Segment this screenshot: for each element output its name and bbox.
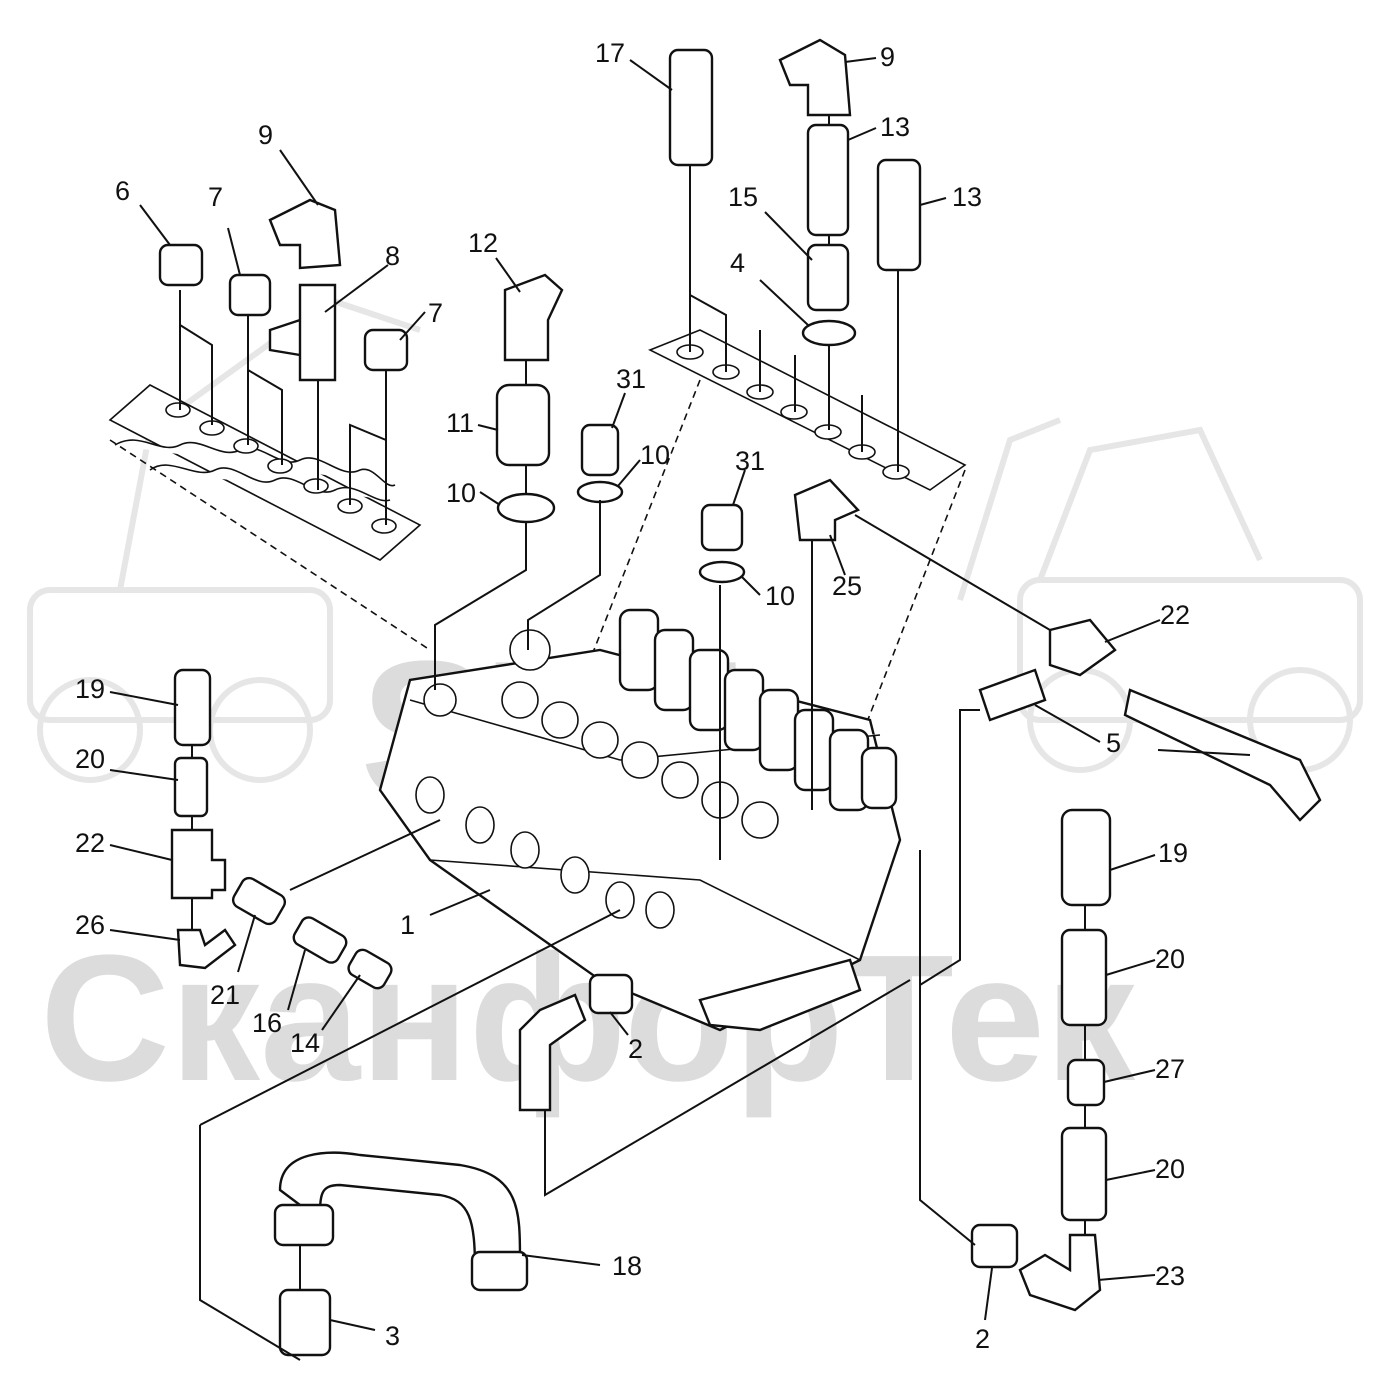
fitting-21 <box>231 876 287 926</box>
callout-11: 11 <box>446 408 474 438</box>
seal-10c <box>698 560 746 584</box>
fitting-20b <box>1060 928 1108 1027</box>
fitting-11 <box>495 383 551 467</box>
callout-17: 17 <box>595 38 625 68</box>
callout-15: 15 <box>728 182 758 212</box>
fitting-2a-hose <box>518 973 634 1112</box>
hose-5 <box>978 668 1322 822</box>
callout-20: 20 <box>1155 944 1185 974</box>
fitting-19b <box>1060 808 1112 907</box>
callout-12: 12 <box>468 228 498 258</box>
callout-13: 13 <box>880 112 910 142</box>
seal-10b <box>576 480 624 504</box>
callout-22: 22 <box>1160 600 1190 630</box>
fitting-20c <box>1060 1126 1108 1222</box>
callout-1: 1 <box>400 910 415 940</box>
callout-2: 2 <box>975 1324 990 1354</box>
callout-3: 3 <box>385 1321 400 1351</box>
callout-19: 19 <box>1158 838 1188 868</box>
fitting-15 <box>806 243 850 312</box>
callout-10: 10 <box>765 581 795 611</box>
callout-25: 25 <box>832 571 862 601</box>
fitting-7a <box>228 273 272 317</box>
fitting-2b <box>970 1223 1019 1269</box>
assembly-lines <box>179 115 1086 1361</box>
fitting-13a <box>806 123 850 237</box>
fitting-20a <box>173 756 209 818</box>
callout-10: 10 <box>640 440 670 470</box>
callout-18: 18 <box>612 1251 642 1281</box>
valve-solenoids <box>618 608 898 812</box>
callout-20: 20 <box>75 744 105 774</box>
callout-2: 2 <box>628 1034 643 1064</box>
callout-4: 4 <box>730 248 745 278</box>
fitting-17 <box>668 48 714 167</box>
fitting-13b <box>876 158 922 272</box>
callout-9: 9 <box>880 42 895 72</box>
callout-19: 19 <box>75 674 105 704</box>
fitting-6 <box>158 243 204 287</box>
callout-26: 26 <box>75 910 105 940</box>
callout-31: 31 <box>616 364 646 394</box>
fitting-9b-elbow <box>778 38 852 117</box>
plug-31a <box>580 423 620 477</box>
callout-labels: 17 9 13 13 15 4 9 6 7 8 7 12 31 11 10 10… <box>75 38 1190 1354</box>
fitting-23-elbow <box>1018 1233 1102 1312</box>
callout-8: 8 <box>385 241 400 271</box>
callout-10: 10 <box>446 478 476 508</box>
callout-27: 27 <box>1155 1054 1185 1084</box>
fitting-12-elbow <box>503 273 564 362</box>
callout-23: 23 <box>1155 1261 1185 1291</box>
valve-top-ports <box>423 629 779 839</box>
right-gasket-plate <box>648 329 967 491</box>
callout-5: 5 <box>1106 728 1121 758</box>
fitting-22a-tee <box>1048 618 1117 677</box>
callout-leaders <box>109 57 1251 1331</box>
callout-21: 21 <box>210 980 240 1010</box>
fitting-22b-tee <box>170 828 227 900</box>
seal-10a <box>496 492 556 524</box>
fitting-3 <box>278 1288 332 1357</box>
hose-18 <box>273 1151 529 1292</box>
callout-6: 6 <box>115 176 130 206</box>
fitting-16 <box>292 916 348 964</box>
left-gasket-plate <box>108 384 422 561</box>
fitting-19a <box>173 668 212 747</box>
callout-13: 13 <box>952 182 982 212</box>
callout-22: 22 <box>75 828 105 858</box>
fittings <box>158 38 1322 1357</box>
plug-31b <box>700 503 744 552</box>
callout-20: 20 <box>1155 1154 1185 1184</box>
callout-9: 9 <box>258 120 273 150</box>
callout-16: 16 <box>252 1008 282 1038</box>
alignment-dashes <box>109 379 966 741</box>
callout-7: 7 <box>428 298 443 328</box>
left-plate-ports <box>165 402 397 534</box>
control-valve-block <box>378 608 902 1032</box>
fitting-9a-elbow <box>268 198 342 270</box>
valve-front-spools <box>415 776 675 929</box>
callout-14: 14 <box>290 1028 320 1058</box>
fitting-25-elbow <box>793 478 861 542</box>
fitting-26-elbow <box>176 928 237 970</box>
fitting-27 <box>1066 1058 1106 1107</box>
callout-7: 7 <box>208 182 223 212</box>
callout-31: 31 <box>735 446 765 476</box>
fitting-14 <box>347 948 393 990</box>
seal-4 <box>801 319 857 347</box>
fitting-7b <box>363 328 409 372</box>
fitting-8-tee <box>268 283 337 382</box>
